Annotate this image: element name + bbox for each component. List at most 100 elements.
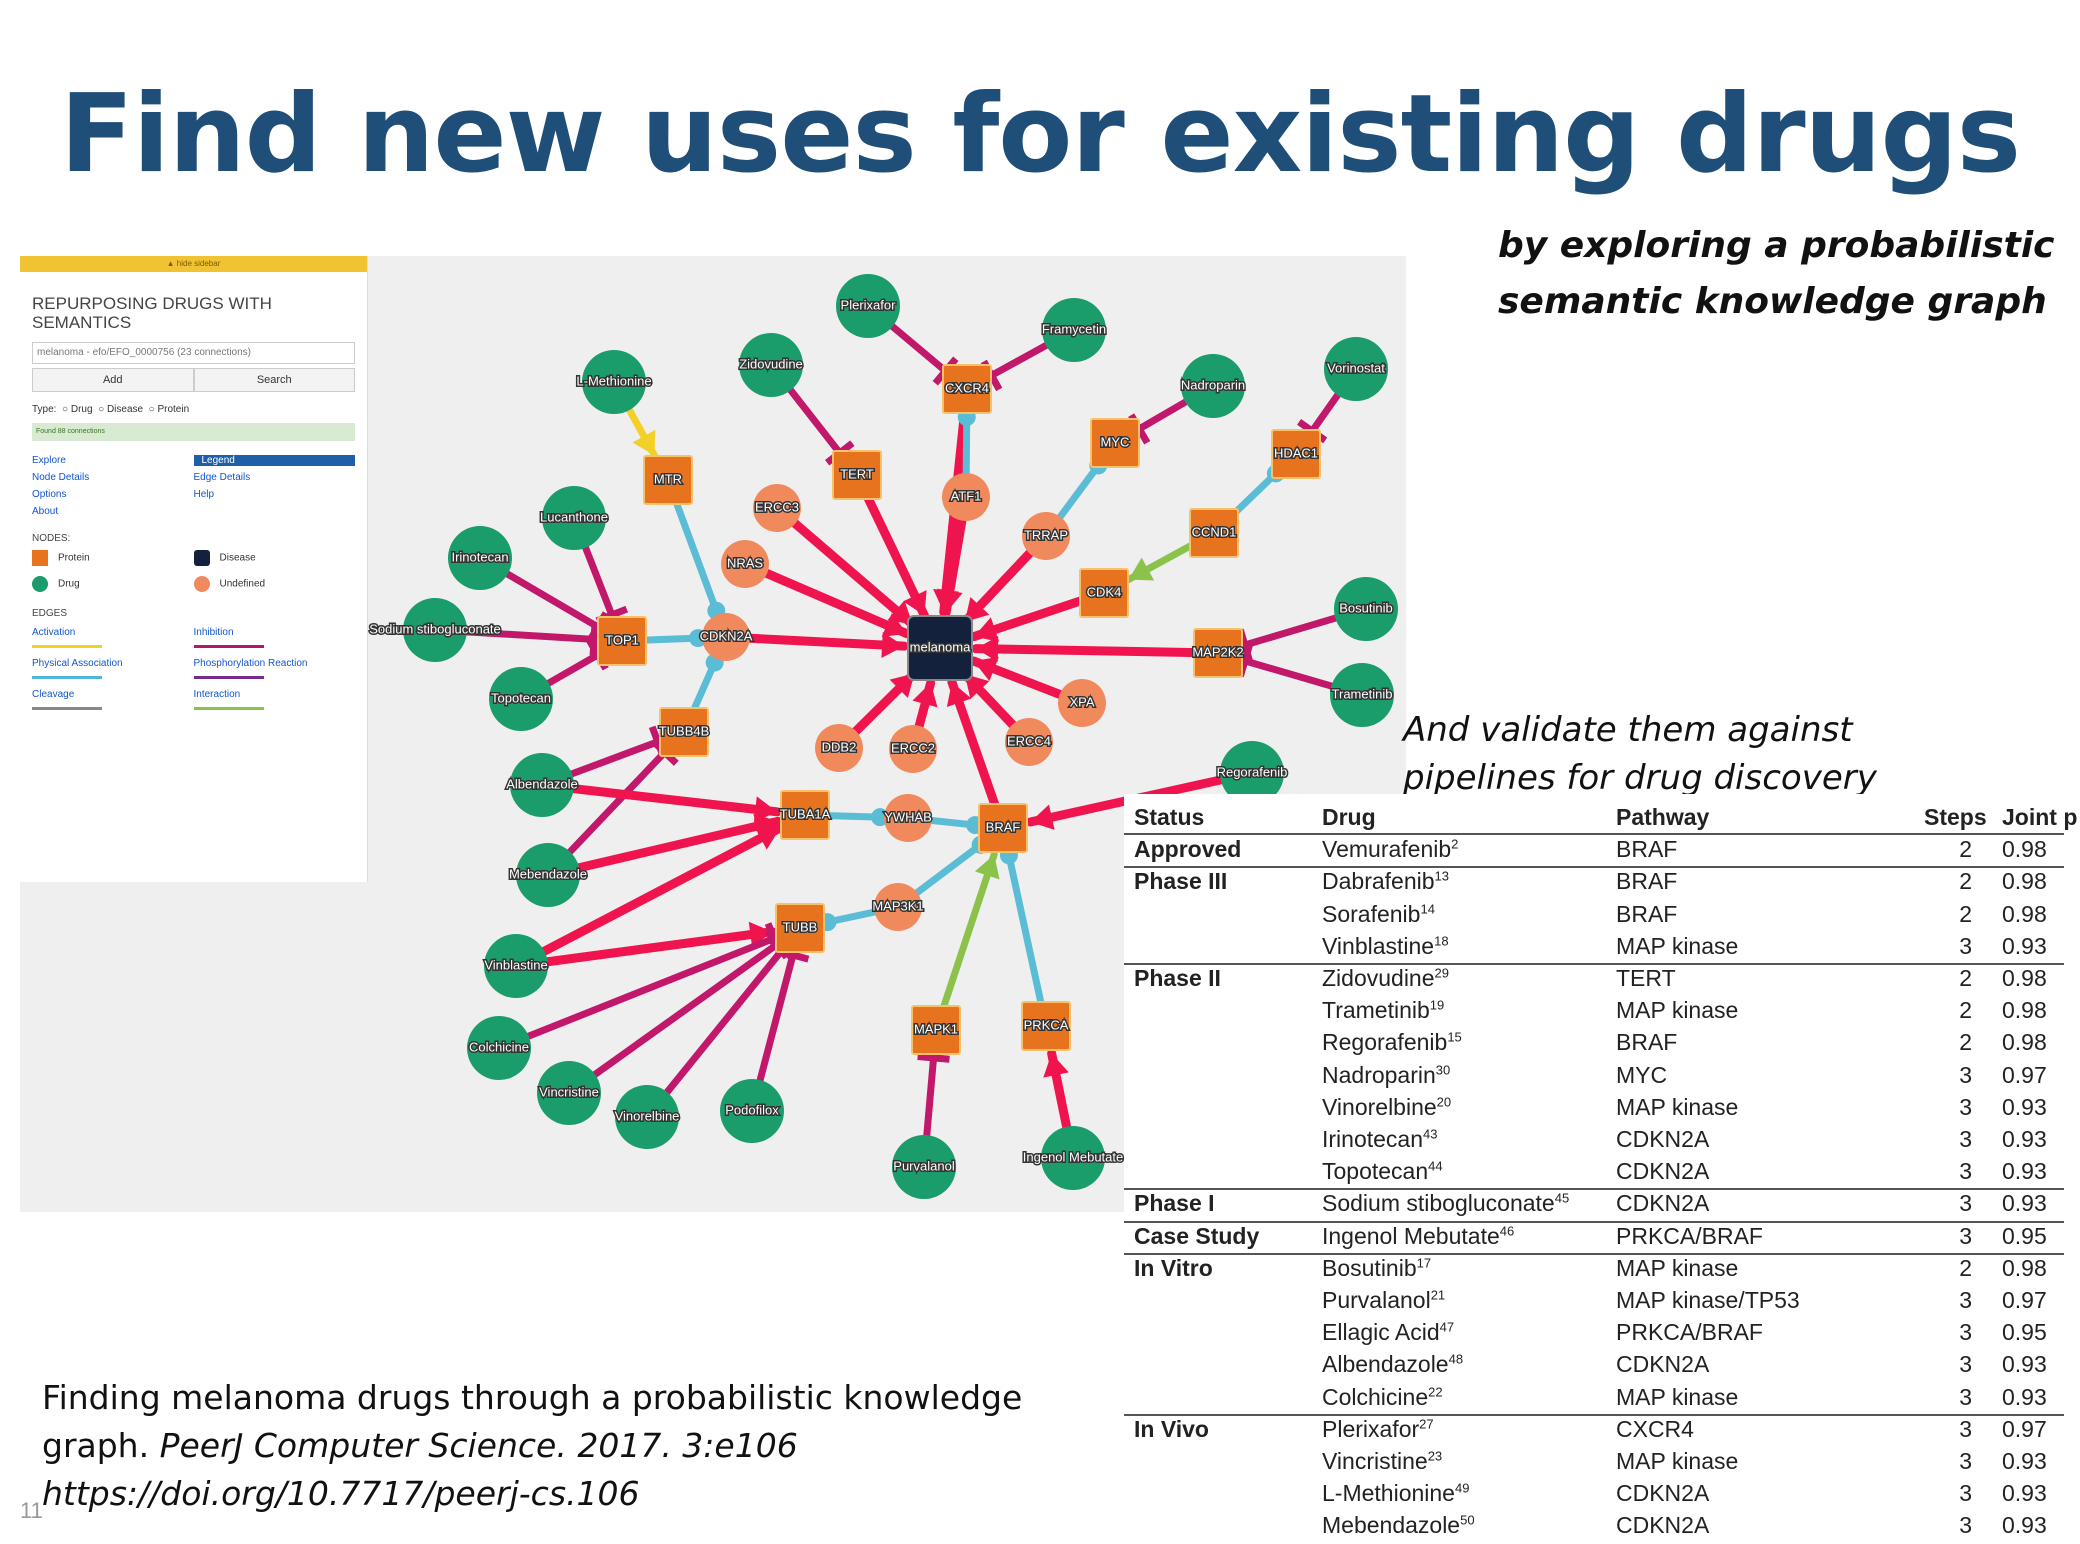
graph-node-drug[interactable]: Albendazole	[505, 753, 579, 817]
edge-edge	[740, 559, 912, 639]
graph-node-drug[interactable]: Purvalanol	[892, 1135, 956, 1199]
doi-link[interactable]: https://doi.org/10.7717/peerj-cs.106	[42, 1474, 640, 1513]
graph-node-drug[interactable]: Irinotecan	[448, 526, 512, 590]
graph-node-protein[interactable]: CXCR4	[942, 364, 992, 414]
joint-p-cell: 0.95	[2002, 1222, 2047, 1249]
hide-sidebar-bar[interactable]: ▲ hide sidebar	[20, 256, 367, 272]
edge-interaction	[932, 851, 998, 1034]
graph-node-protein[interactable]: MYC	[1090, 418, 1140, 468]
legend-label: Activation	[32, 627, 76, 638]
node-shape	[1021, 1001, 1071, 1051]
graph-node-protein[interactable]: MTR	[643, 455, 693, 505]
node-label: Mebendazole	[509, 866, 587, 881]
graph-node-undefined[interactable]: CDKN2A	[698, 613, 754, 661]
graph-node-drug[interactable]: Bosutinib	[1334, 577, 1398, 641]
graph-node-undefined[interactable]: ERCC2	[889, 725, 937, 773]
journal-reference: PeerJ Computer Science. 2017. 3:e106	[159, 1426, 798, 1465]
node-label: ATF1	[951, 488, 982, 503]
graph-node-drug[interactable]: Vorinostat	[1324, 337, 1388, 401]
graph-node-protein[interactable]: TERT	[832, 450, 882, 500]
pathway-cell: CDKN2A	[1616, 1480, 1710, 1507]
node-label: ERCC3	[755, 499, 799, 514]
steps-cell: 3	[1959, 1126, 1972, 1152]
reference-number: 30	[1435, 1061, 1451, 1077]
type-option[interactable]: Drug	[70, 404, 93, 415]
graph-node-undefined[interactable]: XPA	[1058, 679, 1106, 727]
node-label: Topotecan	[491, 690, 551, 705]
link-legend[interactable]: Legend	[193, 455, 355, 466]
graph-node-drug[interactable]: Lucanthone	[539, 486, 609, 550]
graph-node-drug[interactable]: Vinblastine	[483, 934, 549, 998]
radio-icon[interactable]: ○	[98, 404, 105, 415]
node-label: PRKCA	[1024, 1017, 1069, 1032]
graph-node-protein[interactable]: PRKCA	[1021, 1001, 1071, 1051]
graph-node-protein[interactable]: HDAC1	[1271, 429, 1321, 479]
graph-node-drug[interactable]: L-Methionine	[575, 350, 653, 414]
association-line-icon	[32, 676, 102, 679]
graph-node-protein[interactable]: BRAF	[978, 803, 1028, 853]
graph-node-protein[interactable]: TUBB	[775, 903, 825, 953]
node-label: Purvalanol	[893, 1158, 955, 1173]
graph-node-drug[interactable]: Ingenol Mebutate	[1021, 1126, 1125, 1190]
graph-node-disease[interactable]: melanoma	[907, 615, 973, 681]
radio-icon[interactable]: ○	[148, 404, 155, 415]
graph-node-drug[interactable]: Podofilox	[720, 1079, 784, 1143]
graph-node-drug[interactable]: Topotecan	[489, 667, 553, 731]
graph-node-protein[interactable]: CCND1	[1189, 508, 1239, 558]
node-shape	[907, 615, 973, 681]
graph-node-drug[interactable]: Framycetin	[1040, 298, 1108, 362]
type-option[interactable]: Protein	[157, 404, 190, 415]
edge-association	[1005, 851, 1050, 1030]
link-options[interactable]: Options	[32, 489, 67, 500]
graph-node-drug[interactable]: Sodium stibogluconate	[368, 598, 502, 662]
graph-node-drug[interactable]: Zidovudine	[738, 333, 804, 397]
graph-node-undefined[interactable]: DDB2	[815, 724, 863, 772]
node-shape	[537, 1061, 601, 1125]
graph-node-drug[interactable]: Plerixafor	[836, 274, 900, 338]
graph-node-drug[interactable]: Mebendazole	[507, 843, 589, 907]
type-option[interactable]: Disease	[106, 404, 144, 415]
graph-node-protein[interactable]: CDK4	[1079, 568, 1129, 618]
legend-label: Drug	[58, 578, 80, 590]
link-about[interactable]: About	[32, 506, 59, 517]
graph-node-drug[interactable]: Colchicine	[467, 1016, 531, 1080]
edges-heading: EDGES	[32, 608, 68, 619]
graph-node-protein[interactable]: MAP2K2	[1191, 628, 1245, 678]
graph-node-undefined[interactable]: YWHAB	[883, 794, 933, 842]
node-legend: Protein Disease Drug Undefined	[32, 550, 355, 592]
graph-node-undefined[interactable]: NRAS	[721, 540, 769, 588]
graph-node-undefined[interactable]: ERCC4	[1005, 718, 1053, 766]
link-edge-details[interactable]: Edge Details	[193, 472, 251, 483]
graph-node-protein[interactable]: TOP1	[597, 616, 647, 666]
graph-node-protein[interactable]: TUBB4B	[657, 707, 711, 757]
graph-node-drug[interactable]: Vinorelbine	[613, 1085, 681, 1149]
graph-node-undefined[interactable]: MAP3K1	[871, 883, 925, 931]
graph-node-drug[interactable]: Vincristine	[537, 1061, 601, 1125]
graph-node-drug[interactable]: Nadroparin	[1179, 354, 1247, 418]
graph-node-drug[interactable]: Regorafenib	[1215, 741, 1289, 805]
graph-node-protein[interactable]: TUBA1A	[778, 790, 832, 840]
graph-node-protein[interactable]: MAPK1	[911, 1005, 961, 1055]
graph-node-undefined[interactable]: ATF1	[942, 473, 990, 521]
node-label: MAP2K2	[1192, 644, 1243, 659]
node-shape	[516, 843, 580, 907]
graph-node-undefined[interactable]: ERCC3	[753, 484, 801, 532]
radio-icon[interactable]: ○	[62, 404, 69, 415]
node-label: Vinblastine	[484, 957, 547, 972]
search-button[interactable]: Search	[193, 368, 355, 392]
drug-cell: Vinorelbine20	[1322, 1093, 1452, 1120]
search-input[interactable]: melanoma - efo/EFO_0000756 (23 connectio…	[32, 342, 355, 364]
add-button[interactable]: Add	[32, 368, 194, 392]
link-node-details[interactable]: Node Details	[32, 472, 90, 483]
node-shape	[1324, 337, 1388, 401]
link-explore[interactable]: Explore	[32, 455, 66, 466]
node-shape	[1189, 508, 1239, 558]
link-help[interactable]: Help	[193, 489, 215, 500]
drug-cell: Ellagic Acid47	[1322, 1319, 1455, 1346]
edge-edge	[543, 816, 783, 880]
graph-node-undefined[interactable]: TRRAP	[1022, 512, 1070, 560]
graph-node-drug[interactable]: Trametinib	[1330, 663, 1394, 727]
